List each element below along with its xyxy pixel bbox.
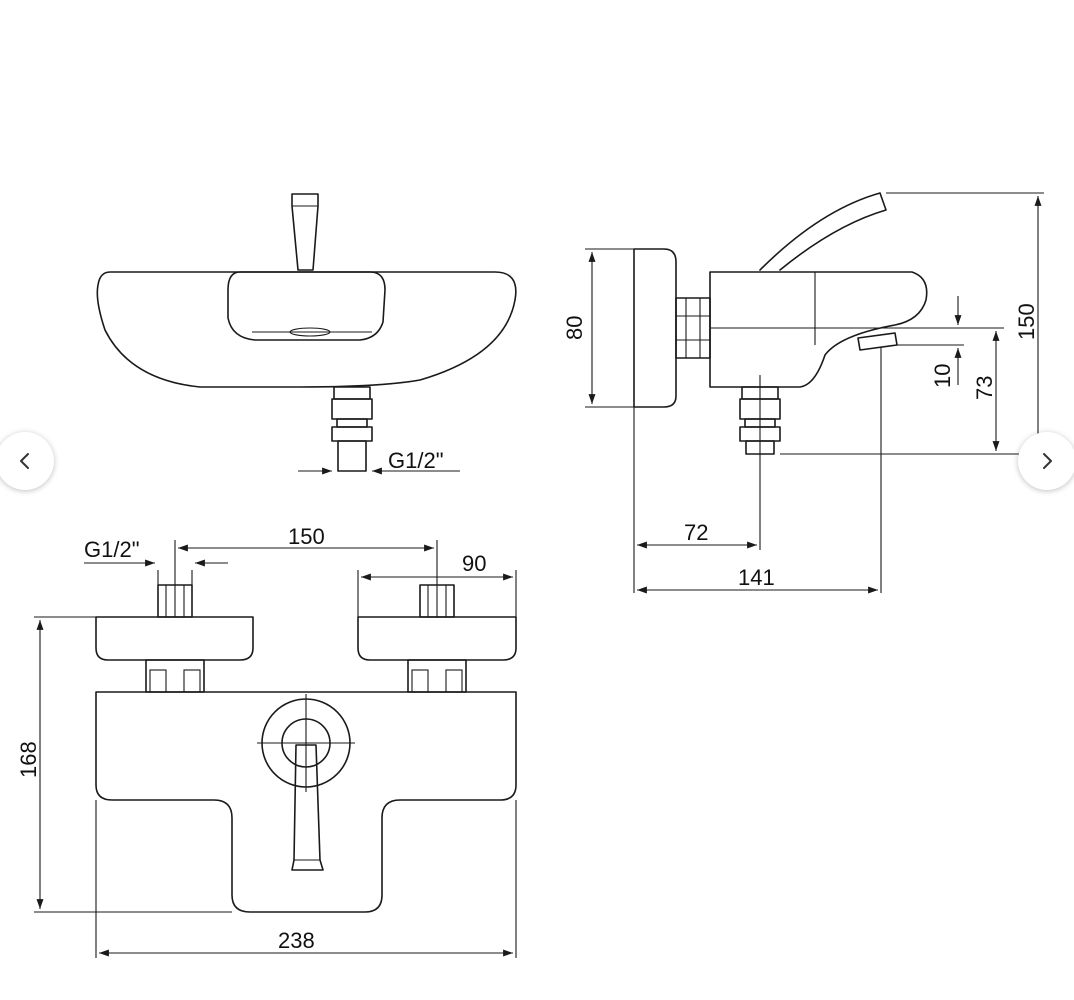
total-width-label: 238 (278, 928, 315, 953)
flange-height-label: 80 (562, 316, 587, 340)
front-thread-label: G1/2" (388, 448, 444, 473)
spout-offset-label: 10 (930, 364, 955, 388)
total-height-label: 150 (1014, 303, 1039, 340)
top-view: G1/2" (96, 193, 517, 475)
chevron-left-icon (20, 453, 29, 469)
total-height-front-label: 168 (16, 741, 41, 778)
chevron-right-icon (1043, 453, 1052, 469)
center-distance-label: 150 (288, 524, 325, 549)
spout-height-label: 73 (972, 376, 997, 400)
previous-button[interactable] (0, 432, 54, 490)
bottom-thread-label: G1/2" (84, 537, 140, 562)
total-depth-label: 141 (738, 565, 775, 590)
inlet-depth-label: 72 (684, 520, 708, 545)
next-button[interactable] (1018, 432, 1074, 490)
eccentric-width-label: 90 (462, 551, 486, 576)
front-view: G1/2" 150 90 168 238 (16, 524, 517, 958)
side-view: 80 150 73 10 72 141 (562, 192, 1044, 594)
